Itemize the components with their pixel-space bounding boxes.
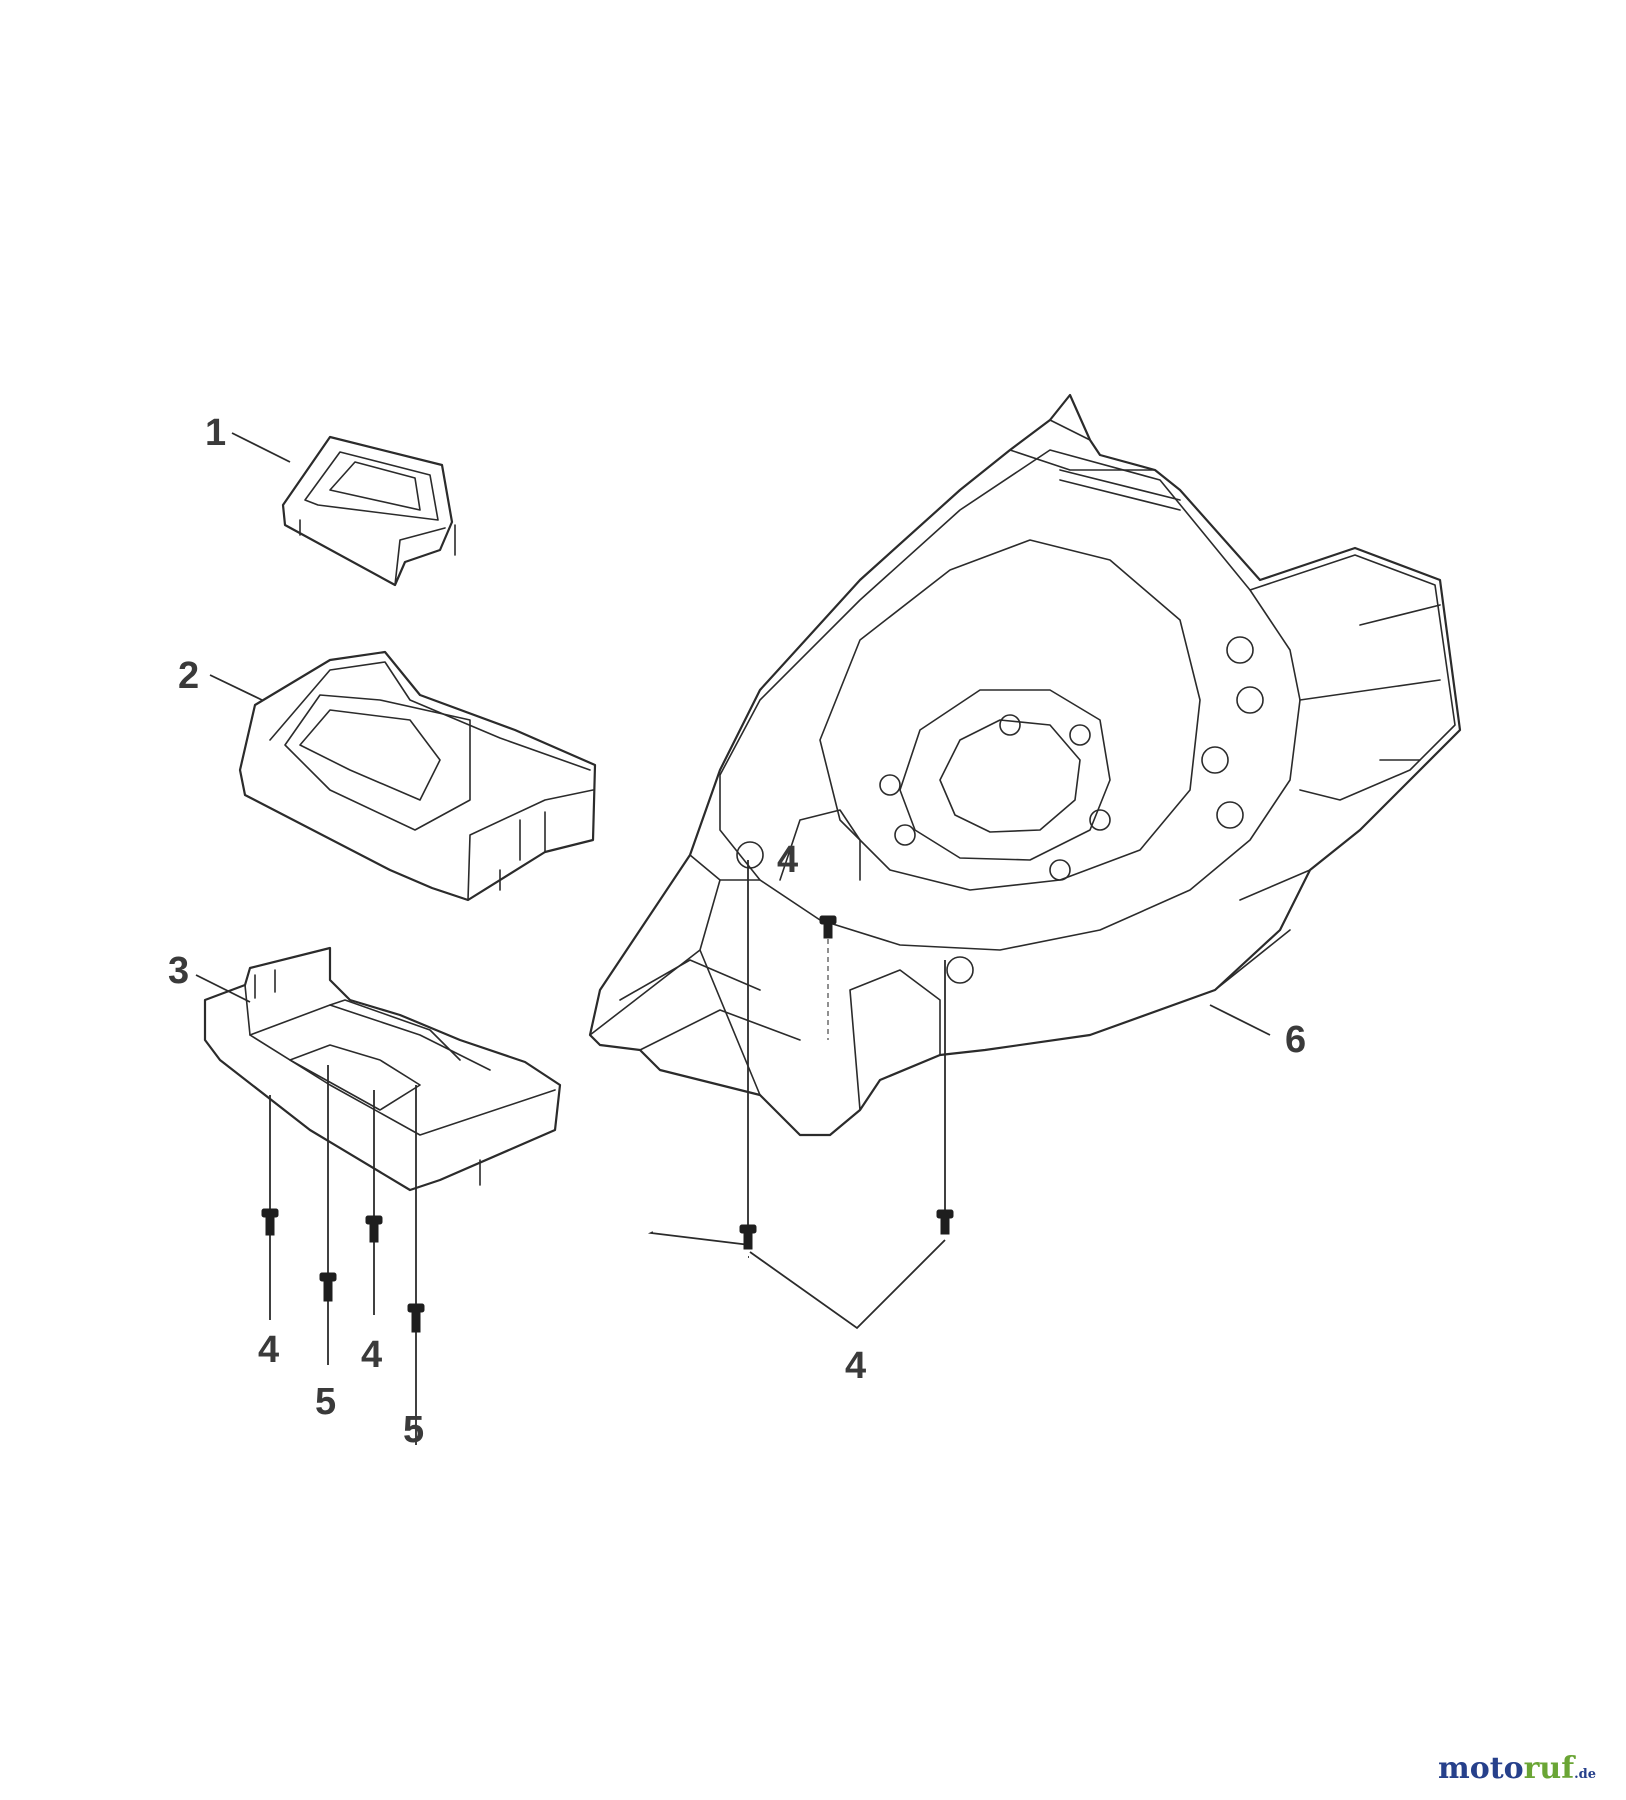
callout-2: 2: [178, 655, 199, 697]
callout-5: 5: [315, 1381, 336, 1423]
fasteners: [261, 860, 954, 1445]
screw-icon: [739, 1224, 757, 1250]
part-2-cover: [238, 650, 597, 902]
callout-4: 4: [361, 1334, 382, 1376]
screw-icon: [819, 915, 837, 939]
part-3-shield: [203, 946, 562, 1192]
callout-4: 4: [258, 1329, 279, 1371]
callout-5: 5: [403, 1409, 424, 1451]
part-1-handle-cover: [281, 435, 456, 587]
callout-3: 3: [168, 950, 189, 992]
part-6-deck: [588, 393, 1462, 1137]
motoruf-watermark-logo: motoruf.de: [1437, 1751, 1596, 1786]
leader-lines: [195, 432, 1271, 1258]
callout-4: 4: [777, 839, 798, 881]
screw-icon: [319, 1272, 337, 1302]
screw-icon: [407, 1303, 425, 1333]
callout-4: 4: [845, 1345, 866, 1387]
callout-6: 6: [1285, 1019, 1306, 1061]
callouts: 1 2 3 4 4 4 4 5 5 6: [168, 412, 1306, 1451]
callout-1: 1: [205, 412, 226, 454]
screw-icon: [936, 1209, 954, 1235]
screw-icon: [365, 1215, 383, 1243]
screw-icon: [261, 1208, 279, 1236]
